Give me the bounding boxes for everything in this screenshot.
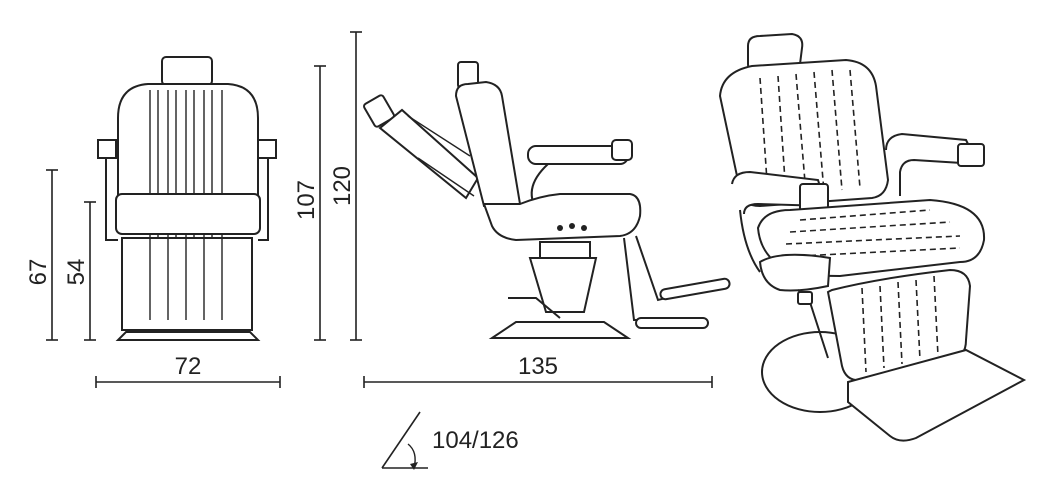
front-right-arm: [258, 158, 269, 241]
label-107: 107: [293, 180, 320, 220]
side-recline-line-a: [407, 115, 471, 157]
front-right-arm-cap: [257, 139, 277, 159]
label-54: 54: [63, 259, 90, 286]
dim-72: 72: [95, 353, 281, 388]
persp-seat-channels: [785, 209, 961, 257]
front-left-arm: [105, 158, 118, 241]
perspective-view-chair: [718, 32, 1027, 442]
label-67: 67: [25, 259, 52, 286]
persp-lever: [797, 291, 813, 305]
side-footrest-lower: [635, 317, 709, 329]
front-footrest: [121, 237, 253, 331]
side-footrest-arm: [623, 237, 700, 321]
front-left-arm-cap: [97, 139, 117, 159]
side-column: [528, 257, 598, 313]
side-pump-pedal: [508, 297, 561, 319]
persp-foot-plate: [847, 348, 1027, 442]
front-base: [115, 331, 261, 341]
side-button-3: [581, 225, 587, 231]
persp-seat-front: [758, 253, 832, 292]
front-headrest: [161, 56, 213, 86]
dim-54: 54: [63, 201, 96, 341]
dim-135: 135: [363, 353, 713, 388]
dim-120: 120: [329, 31, 362, 341]
side-button-2: [569, 223, 575, 229]
side-arm-cap: [611, 139, 633, 161]
front-view-chair: [97, 56, 277, 341]
side-base: [488, 321, 632, 339]
label-recline-angle: 104/126: [432, 427, 519, 454]
recline-angle-symbol: 104/126: [381, 411, 519, 470]
side-footrest-pad: [659, 277, 731, 301]
front-seat: [115, 193, 261, 235]
persp-left-arm-support: [739, 209, 761, 273]
label-120: 120: [329, 166, 356, 206]
side-backrest: [454, 80, 522, 208]
dim-67: 67: [25, 169, 58, 341]
side-view-chair: [363, 61, 731, 339]
side-seat: [482, 193, 642, 242]
label-72: 72: [175, 353, 202, 380]
front-footrest-channels: [149, 238, 223, 320]
dim-107: 107: [293, 65, 326, 341]
persp-right-arm-cap: [957, 143, 985, 167]
label-135: 135: [518, 353, 558, 380]
side-recline-line-b: [417, 157, 475, 197]
side-column-top: [539, 241, 591, 259]
side-button-1: [557, 225, 563, 231]
persp-footrest-channels: [861, 275, 939, 373]
front-backrest: [117, 83, 259, 197]
